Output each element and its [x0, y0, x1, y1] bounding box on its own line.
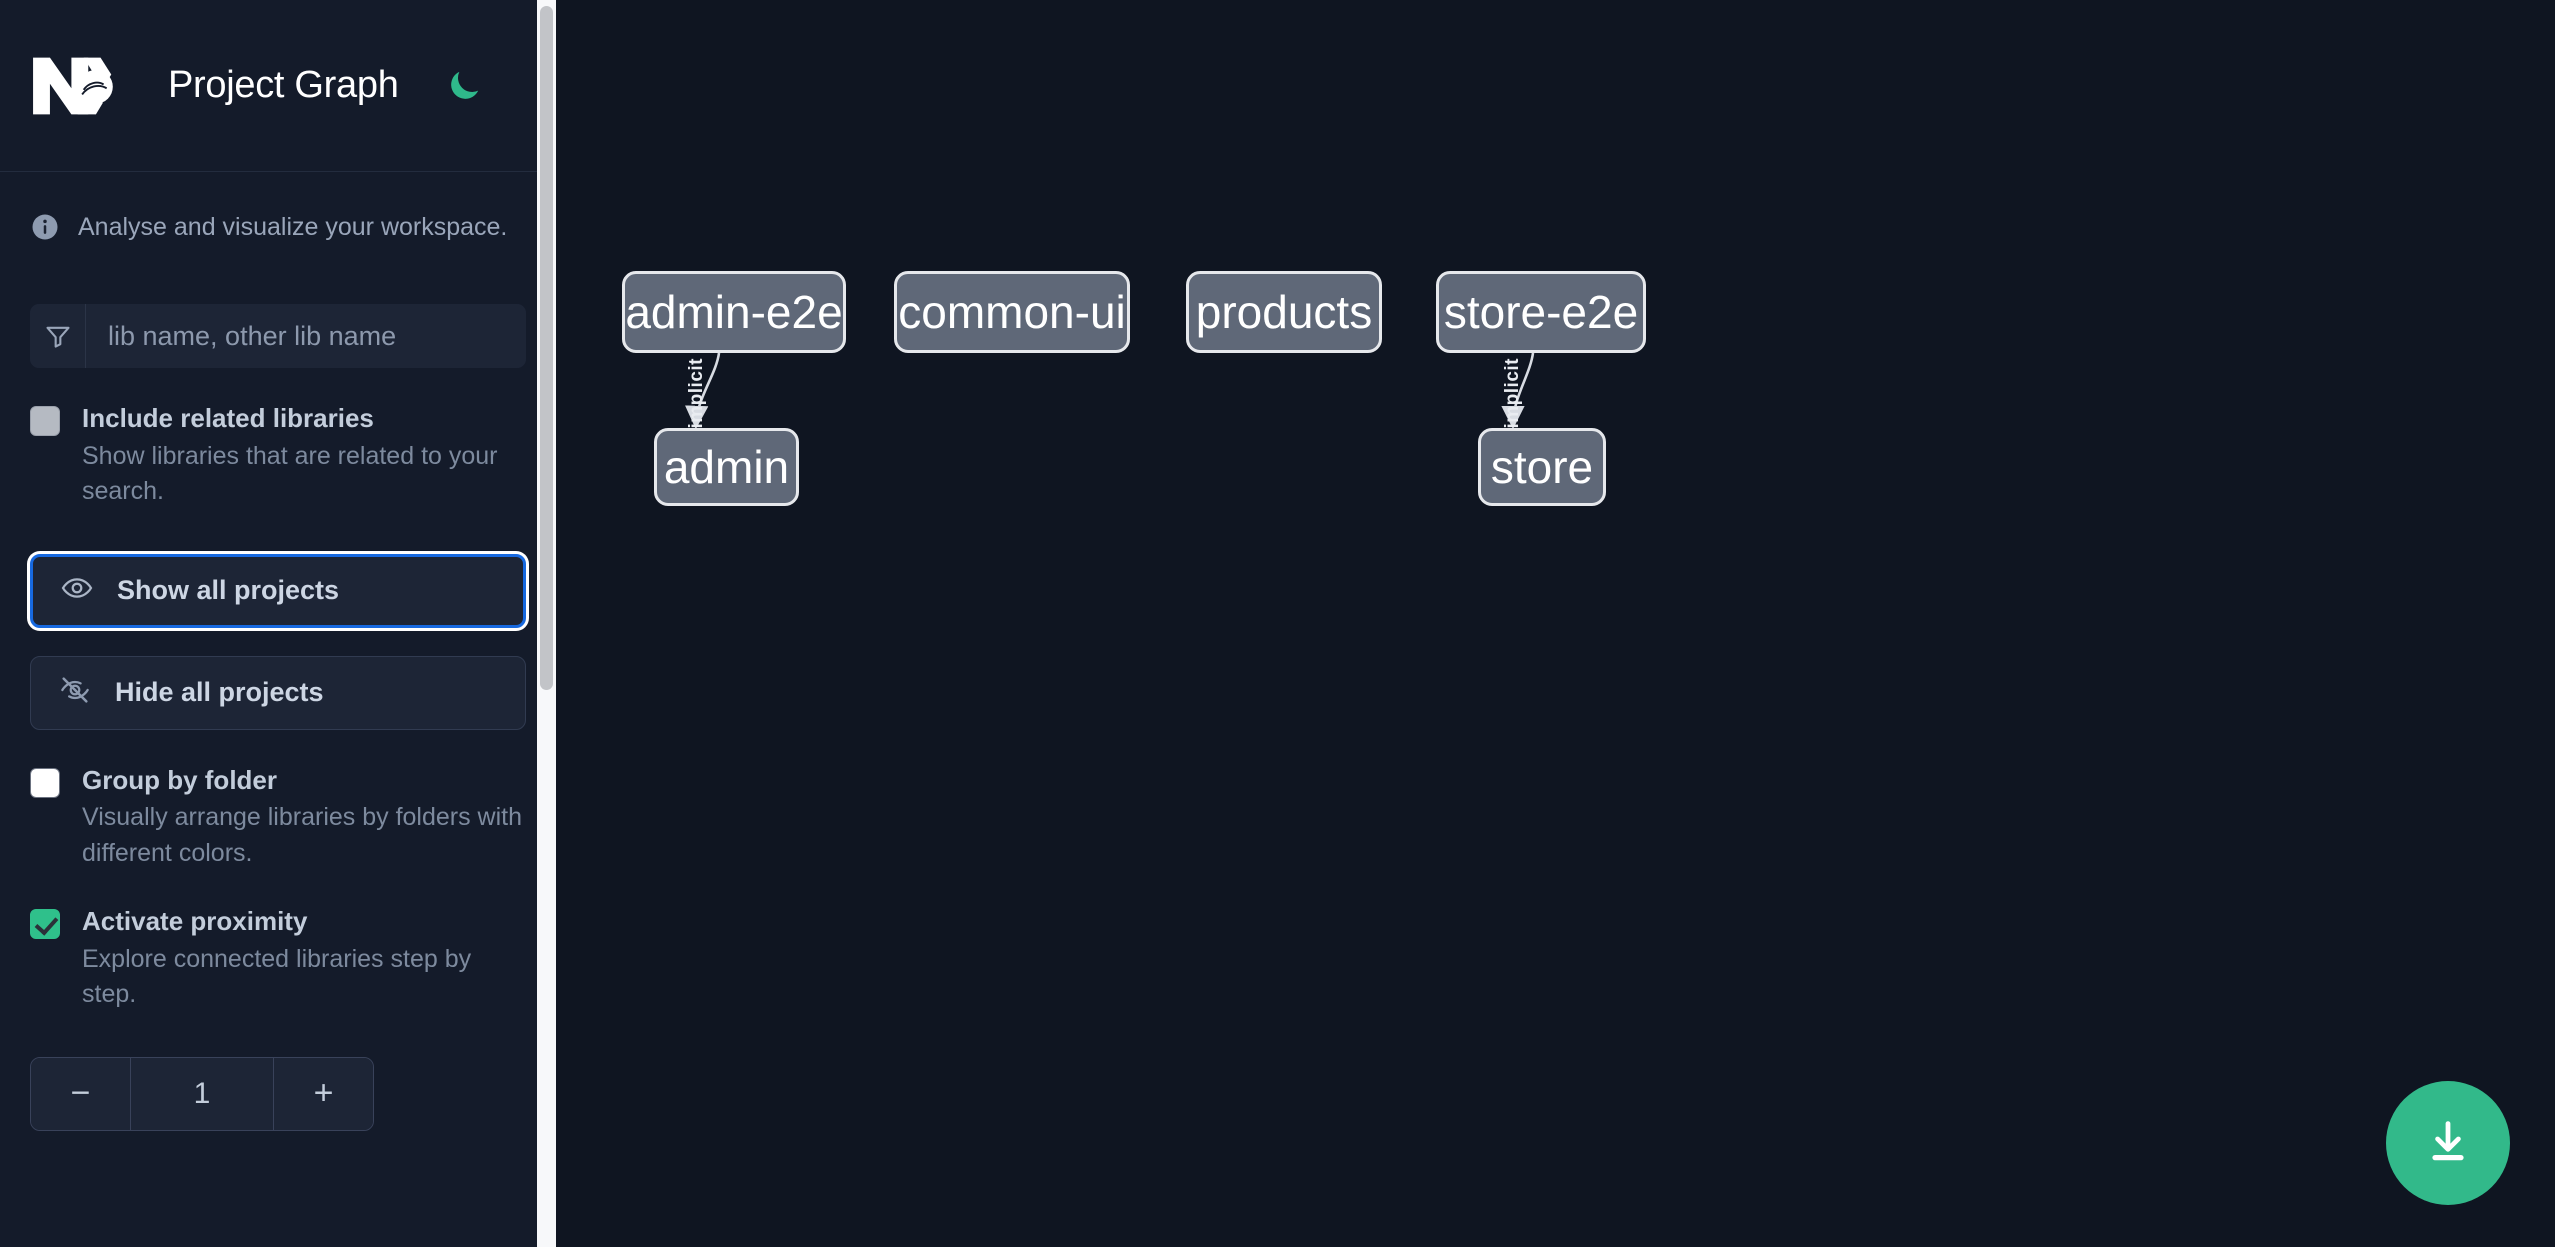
- search-input[interactable]: [86, 304, 526, 368]
- download-icon: [2422, 1116, 2474, 1171]
- visibility-buttons: Show all projects Hide all projects: [30, 553, 526, 730]
- proximity-decrement-button[interactable]: −: [31, 1057, 131, 1130]
- option-label: Include related libraries: [82, 403, 374, 433]
- page-title: Project Graph: [168, 64, 399, 106]
- sidebar-scrollbar[interactable]: [537, 0, 556, 1247]
- info-icon: [30, 212, 60, 242]
- eye-off-icon: [59, 674, 91, 711]
- nx-logo-icon: [30, 53, 122, 119]
- proximity-stepper: − 1 +: [30, 1056, 374, 1131]
- tagline-text: Analyse and visualize your workspace.: [78, 212, 508, 241]
- graph-node-common-ui[interactable]: common-ui: [894, 271, 1130, 353]
- include-related-libraries-checkbox[interactable]: [30, 406, 60, 436]
- option-description: Visually arrange libraries by folders wi…: [82, 803, 523, 867]
- edge-label-implicit: implicit: [1502, 358, 1523, 429]
- moon-icon[interactable]: [441, 63, 487, 109]
- option-label: Activate proximity: [82, 906, 308, 936]
- option-activate-proximity[interactable]: Activate proximity Explore connected lib…: [30, 905, 526, 1013]
- hide-all-projects-button[interactable]: Hide all projects: [30, 655, 526, 730]
- graph-canvas[interactable]: implicit implicit admin-e2e common-ui pr…: [556, 0, 2555, 1247]
- show-all-projects-button[interactable]: Show all projects: [30, 553, 526, 628]
- search-box: [30, 304, 526, 368]
- option-include-related-libraries[interactable]: Include related libraries Show libraries…: [30, 402, 526, 510]
- hide-all-projects-label: Hide all projects: [115, 677, 324, 707]
- proximity-value: 1: [131, 1057, 273, 1130]
- graph-node-products[interactable]: products: [1186, 271, 1382, 353]
- sidebar: Project Graph Analyse and visualize your…: [0, 0, 556, 1247]
- graph-node-admin[interactable]: admin: [654, 428, 799, 506]
- option-description: Show libraries that are related to your …: [82, 441, 498, 506]
- edge-label-implicit: implicit: [686, 358, 707, 429]
- graph-node-store-e2e[interactable]: store-e2e: [1436, 271, 1646, 353]
- tagline: Analyse and visualize your workspace.: [30, 212, 526, 242]
- sidebar-body: Analyse and visualize your workspace. In…: [0, 212, 556, 1131]
- eye-icon: [61, 572, 93, 609]
- graph-node-admin-e2e[interactable]: admin-e2e: [622, 271, 846, 353]
- proximity-increment-button[interactable]: +: [273, 1057, 373, 1130]
- sidebar-scrollbar-thumb[interactable]: [540, 6, 553, 690]
- sidebar-header: Project Graph: [0, 0, 556, 172]
- group-by-folder-checkbox[interactable]: [30, 767, 60, 798]
- filter-icon[interactable]: [30, 304, 86, 368]
- activate-proximity-checkbox[interactable]: [30, 909, 60, 939]
- option-group-by-folder[interactable]: Group by folder Visually arrange librari…: [30, 764, 526, 872]
- option-label: Group by folder: [82, 764, 277, 795]
- download-button[interactable]: [2386, 1081, 2510, 1205]
- graph-edges: [685, 352, 1535, 430]
- graph-node-store[interactable]: store: [1478, 428, 1606, 506]
- option-description: Explore connected libraries step by step…: [82, 944, 472, 1009]
- show-all-projects-label: Show all projects: [117, 575, 340, 605]
